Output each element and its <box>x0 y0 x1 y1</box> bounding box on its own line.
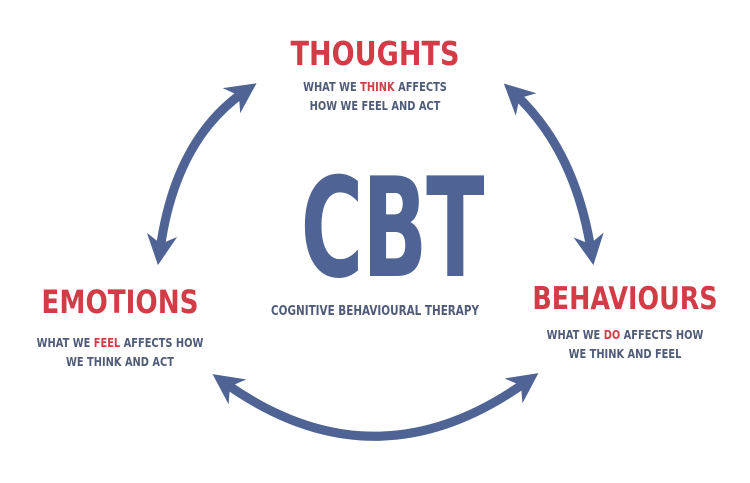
arrow-thoughts-behaviours <box>503 83 604 266</box>
thoughts-description: WHAT WE THINK AFFECTS HOW WE FEEL AND AC… <box>277 78 474 116</box>
desc-text: AFFECTS HOW <box>120 336 204 350</box>
emotions-description: WHAT WE FEEL AFFECTS HOW WE THINK AND AC… <box>22 334 219 372</box>
desc-text: WHAT WE <box>546 328 604 342</box>
center-title: CBT <box>300 148 485 309</box>
desc-highlight: FEEL <box>93 336 121 350</box>
arrow-emotions-thoughts <box>146 83 257 266</box>
emotions-heading: EMOTIONS <box>41 283 199 321</box>
desc-text: WHAT WE <box>303 80 361 94</box>
desc-text: WHAT WE <box>36 336 94 350</box>
desc-text: AFFECTS HOW <box>620 328 704 342</box>
desc-highlight: DO <box>603 328 621 342</box>
behaviours-description: WHAT WE DO AFFECTS HOW WE THINK AND FEEL <box>527 326 724 364</box>
desc-highlight: THINK <box>360 80 395 94</box>
thoughts-desc-line1: WHAT WE THINK AFFECTS <box>277 78 474 97</box>
center-subtitle: COGNITIVE BEHAVIOURAL THERAPY <box>270 304 480 319</box>
behaviours-desc-line2: WE THINK AND FEEL <box>568 347 682 361</box>
thoughts-heading: THOUGHTS <box>290 34 460 73</box>
behaviours-heading: BEHAVIOURS <box>532 281 718 317</box>
desc-text: AFFECTS <box>394 80 447 94</box>
emotions-desc-line1: WHAT WE FEEL AFFECTS HOW <box>22 334 219 353</box>
thoughts-desc-line2: HOW WE FEEL AND ACT <box>309 99 441 113</box>
arrow-emotions-behaviours <box>212 373 539 441</box>
behaviours-desc-line1: WHAT WE DO AFFECTS HOW <box>527 326 724 345</box>
emotions-desc-line2: WE THINK AND ACT <box>66 355 174 369</box>
